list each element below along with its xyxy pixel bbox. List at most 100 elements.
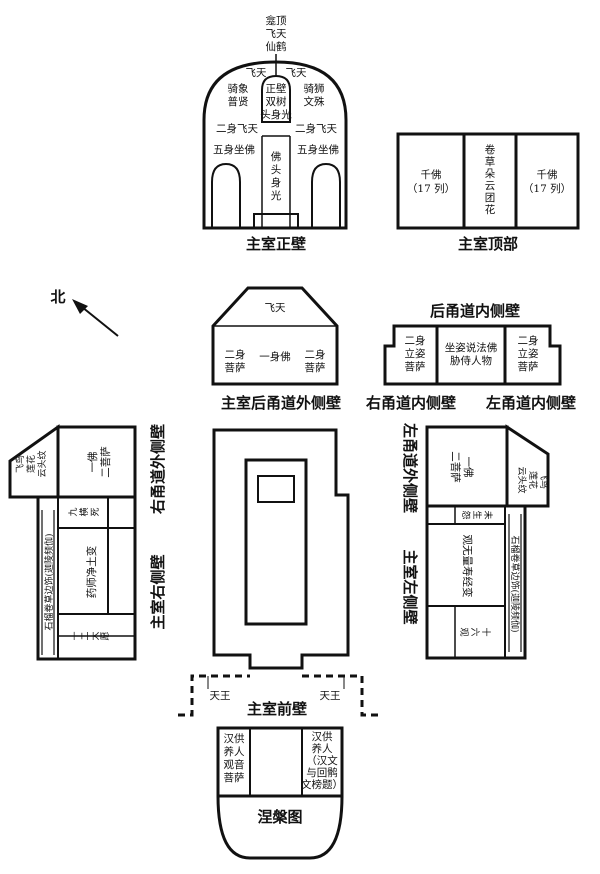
rw-nine-2: 横 <box>78 507 90 516</box>
lion-line1: 骑狮 <box>304 82 325 95</box>
bpi-right-3: 菩萨 <box>518 361 539 373</box>
main-west-top-line2: 飞天 <box>266 28 287 40</box>
rw-paradise: 药师净土变 <box>85 545 98 598</box>
bpi-left-3: 菩萨 <box>405 361 426 373</box>
flying-right: 飞天 <box>286 67 307 79</box>
bpo-caption: 主室后甬道外侧壁 <box>221 394 341 412</box>
main-right-wall-caption: 主室右侧壁 <box>149 554 167 629</box>
lw-corner-3: 云头纹 <box>516 466 528 493</box>
king-left: 天王 <box>210 690 231 702</box>
lw-sixteen-1: 十 <box>480 627 492 636</box>
ceiling-center-3: 朵 <box>485 168 496 180</box>
elephant-line2: 普贤 <box>228 95 249 108</box>
ceiling-left-1: 千佛 <box>421 168 442 181</box>
lw-sixteen-3: 观 <box>458 627 469 636</box>
bpo-left-1: 二身 <box>225 348 246 361</box>
lw-sixteen-2: 六 <box>469 627 481 636</box>
niche-line1: 正壁 <box>266 82 287 95</box>
main-right-wall-panel <box>8 424 137 661</box>
two-fly-left: 二身飞天 <box>216 122 258 135</box>
ceiling-center-4: 云 <box>485 180 496 192</box>
lion-line2: 文殊 <box>304 95 325 108</box>
five-left: 五身坐佛 <box>213 143 255 156</box>
bpi-center-2: 胁侍人物 <box>450 354 492 367</box>
ceiling-right-1: 千佛 <box>537 168 558 181</box>
left-passage-outer-caption: 左甬道外侧壁 <box>401 422 419 513</box>
ceiling-center-2: 草 <box>485 156 496 168</box>
rw-twelve-2: 二 <box>81 631 91 640</box>
lw-paradise: 观无量寿经变 <box>461 535 474 598</box>
niche-line2: 双树 <box>266 95 287 108</box>
ceiling-center-6: 花 <box>485 203 496 216</box>
rw-corner-2: 莲花 <box>25 455 37 473</box>
bpi-caption: 后甬道内侧壁 <box>430 302 520 320</box>
north-arrow <box>81 306 119 337</box>
bpi-left-1: 二身 <box>405 334 426 347</box>
front-wall-caption: 主室前壁 <box>247 700 307 718</box>
center-buddha-3: 身 <box>271 176 282 189</box>
lw-buddha-2: 二菩萨 <box>449 451 461 483</box>
lw-weisheng-1: 未 <box>482 510 494 519</box>
king-right: 天王 <box>320 690 341 702</box>
niche-line3: 头身光 <box>260 108 292 121</box>
rw-buddha-2: 二菩萨 <box>100 446 112 478</box>
cave-floor-plan <box>212 428 350 670</box>
main-left-wall-panel <box>425 424 550 660</box>
fw-left-2: 养人 <box>224 745 245 758</box>
bpo-top: 飞天 <box>265 302 286 314</box>
fw-right-2: 养人 <box>312 742 333 755</box>
rw-twelve-3: 大 <box>89 631 101 640</box>
center-buddha-2: 头 <box>271 164 282 176</box>
right-passage-outer-caption: 右甬道外侧壁 <box>149 424 167 514</box>
rw-border: 石榴卷草边饰(迦陵频伽) <box>43 533 55 630</box>
bpo-center: 一身佛 <box>259 350 291 363</box>
center-buddha-1: 佛 <box>271 150 282 163</box>
left-passage-inner-caption: 左甬道内侧壁 <box>485 394 576 412</box>
rw-nine-3: 死 <box>90 507 101 516</box>
lw-buddha-1: 一佛 <box>462 457 475 478</box>
fw-left-1: 汉供 <box>224 732 245 745</box>
rw-twelve-4: 愿 <box>100 631 111 640</box>
flying-left: 飞天 <box>246 67 267 79</box>
five-right: 五身坐佛 <box>297 143 339 156</box>
bpi-right-2: 立姿 <box>518 347 539 360</box>
rw-buddha-1: 一佛 <box>86 452 99 473</box>
rw-corner-3: 云头纹 <box>36 450 48 477</box>
bpo-right-1: 二身 <box>305 348 326 361</box>
north-label: 北 <box>50 288 65 306</box>
ceiling-center-5: 团 <box>485 192 496 204</box>
lw-border: 石榴卷草边饰(迦陵频伽) <box>509 535 521 632</box>
fw-left-4: 菩萨 <box>224 772 245 784</box>
two-fly-right: 二身飞天 <box>295 122 337 135</box>
ceiling-right-2: （17 列） <box>523 182 571 195</box>
right-passage-inner-caption: 右甬道内侧壁 <box>366 394 456 412</box>
main-west-top-line3: 仙鹤 <box>266 40 287 53</box>
fw-right-4: 与回鹘 <box>306 766 338 779</box>
lw-corner-1: 飞鸟 <box>538 471 550 489</box>
fw-right-3: （汉文 <box>306 754 338 767</box>
front-wall-outline <box>178 674 378 717</box>
bpo-left-2: 菩萨 <box>225 362 246 374</box>
bpi-left-2: 立姿 <box>405 347 426 360</box>
lw-corner-2: 莲花 <box>527 471 539 489</box>
back-passage-inner-panel <box>383 324 562 386</box>
ceiling-caption: 主室顶部 <box>458 235 518 253</box>
bpo-right-2: 菩萨 <box>305 362 326 374</box>
lw-weisheng-2: 生 <box>471 510 483 519</box>
fw-left-3: 观音 <box>224 758 245 771</box>
bpi-center-1: 坐姿说法佛 <box>445 341 498 354</box>
rw-corner-1: 飞鸟 <box>14 455 26 473</box>
lw-weisheng-3: 怨 <box>460 510 472 519</box>
main-west-wall-caption: 主室正壁 <box>246 235 306 253</box>
ceiling-panel <box>396 132 580 230</box>
main-left-wall-caption: 主室左侧壁 <box>401 549 419 624</box>
elephant-line1: 骑象 <box>228 82 249 95</box>
bpi-right-1: 二身 <box>518 334 539 347</box>
main-west-top-line1: 龛顶 <box>266 14 287 27</box>
north-arrowhead-icon <box>72 299 88 314</box>
front-wall-panel <box>216 726 344 860</box>
fw-right-5: 文榜题） <box>301 778 343 791</box>
nirvana-label: 涅槃图 <box>257 808 302 826</box>
ceiling-left-2: （17 列） <box>407 182 455 195</box>
